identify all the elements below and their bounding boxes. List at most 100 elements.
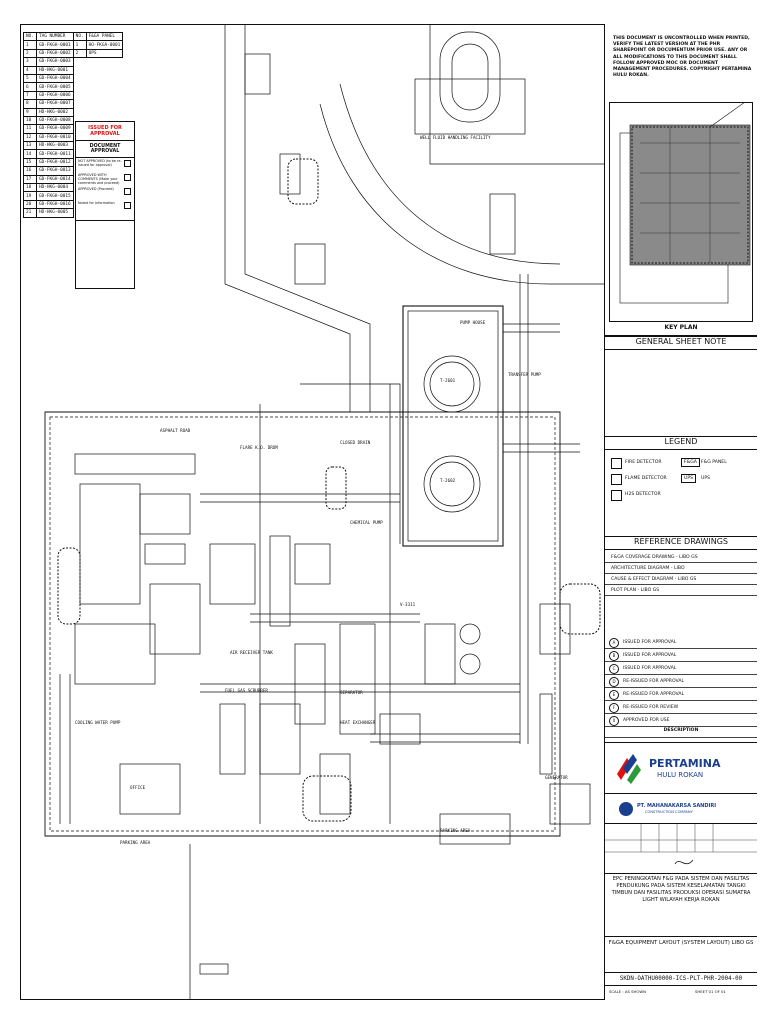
table-cell: GD-FKGH-0016 (35, 199, 74, 210)
uncontrolled-note: THIS DOCUMENT IS UNCONTROLLED WHEN PRINT… (613, 36, 752, 79)
project-title: EPC PENINGKATAN F&G PADA SISTEM DAN FASI… (611, 876, 751, 903)
approval-checkbox[interactable] (124, 202, 131, 209)
approval-checkbox[interactable] (124, 188, 131, 195)
table-header-cell: F&GA PANEL (85, 31, 124, 42)
label-fuel-gas: FUEL GAS SCRUBBER (225, 688, 268, 693)
revision-mark: B (609, 651, 619, 661)
revision-mark: D (609, 677, 619, 687)
table-cell: GD-FKGH-0005 (35, 82, 74, 92)
company-subname: HULU ROKAN (657, 771, 704, 779)
title-block-panel: THIS DOCUMENT IS UNCONTROLLED WHEN PRINT… (604, 24, 757, 1000)
approval-option: NOT APPROVED (to be re-issued for approv… (76, 158, 134, 172)
table-cell: 11 (23, 124, 37, 134)
table-cell: 4 (23, 65, 37, 75)
label-vessel: V-3311 (400, 602, 416, 607)
plot-plan-drawing: WELL FLUID HANDLING FACILITY ASPHALT ROA… (44, 24, 604, 1000)
table-cell: GD-FKGH-0015 (35, 191, 74, 201)
legend-label: F&G PANEL (701, 460, 727, 465)
legend-item: H2S DETECTOR (605, 488, 757, 502)
table-cell: HD-HKG-0003 (35, 141, 74, 151)
approval-option: APPROVED WITH COMMENTS (Make your commen… (76, 172, 134, 186)
revision-mark: A (609, 638, 619, 648)
table-cell: 1 (72, 40, 87, 50)
table-cell: GD-FKGH-0001 (35, 40, 74, 50)
issued-for-approval-label: ISSUED FOR APPROVAL (76, 122, 134, 141)
table-cell: 12 (23, 132, 37, 143)
table-cell: UPS (85, 48, 124, 59)
table-cell: 20 (23, 199, 37, 210)
table-cell: 18 (23, 183, 37, 193)
revision-description: RE-ISSUED FOR APPROVAL (623, 692, 685, 697)
approval-option: APPROVED (Proceed) (76, 186, 134, 200)
label-tank-1: T-2601 (440, 378, 456, 383)
label-parking-area: PARKING AREA (440, 828, 471, 833)
table-cell: HD-HKG-0005 (35, 208, 74, 218)
legend-code: UPS (681, 474, 697, 483)
label-tank-2: T-2602 (440, 478, 456, 483)
reference-row: PLOT PLAN - LIBO GS (605, 585, 757, 596)
label-asphalt-road: ASPHALT ROAD (160, 428, 191, 433)
label-closed-drain: CLOSED DRAIN (340, 440, 371, 445)
table-cell: 21 (23, 208, 37, 218)
contractor-name: PT. MAHANAKARSA SANDIRI (637, 803, 717, 809)
general-sheet-note-title: GENERAL SHEET NOTE (605, 336, 757, 350)
sheet-label: SHEET 01 OF 01 (695, 989, 726, 994)
table-cell: GD-FKGH-0003 (35, 57, 74, 67)
key-plan-box (609, 96, 753, 322)
legend-label: FIRE DETECTOR (625, 460, 662, 465)
legend-label: UPS (701, 476, 711, 481)
approval-checkbox[interactable] (124, 160, 131, 167)
contractor-logo-block: PT. MAHANAKARSA SANDIRI CONSTRUCTION COM… (605, 794, 757, 824)
table-cell: 2 (23, 48, 37, 59)
reference-row: CAUSE & EFFECT DIAGRAM - LIBO GS (605, 574, 757, 585)
revision-description: APPROVED FOR USE (623, 718, 670, 723)
table-cell: GD-FKGH-0002 (35, 48, 74, 59)
table-header-cell: NO. (23, 31, 37, 42)
pertamina-logo-icon (617, 754, 641, 784)
table-cell: GD-FKGH-0012 (35, 157, 74, 168)
key-plan-map (619, 96, 753, 304)
approval-checkbox[interactable] (124, 174, 131, 181)
table-cell: GD-FKGH-0007 (35, 99, 74, 109)
label-heat-exchanger: HEAT EXCHANGER (340, 720, 376, 725)
table-cell: HD-HKG-0002 (35, 107, 74, 117)
signature-grid (76, 220, 134, 261)
label-separator: SEPARATOR (340, 690, 363, 695)
table-cell: 5 (23, 73, 37, 84)
table-cell: 10 (23, 115, 37, 126)
contractor-subname: CONSTRUCTION COMPANY (645, 810, 693, 814)
label-well-fluid: WELL FLUID HANDLING FACILITY (420, 135, 491, 140)
table-cell: GD-FKGH-0009 (35, 124, 74, 134)
reference-row: ARCHITECTURE DIAGRAM - LIBO (605, 563, 757, 574)
table-cell: HO-FKGA-0001 (85, 40, 124, 50)
table-cell: GD-FKGH-0013 (35, 166, 74, 176)
table-cell: 16 (23, 166, 37, 176)
label-flare-ko: FLARE K.O. DRUM (240, 445, 278, 450)
label-cooling-water: COOLING WATER PUMP (75, 720, 121, 725)
approval-stamp: ISSUED FOR APPROVAL DOCUMENT APPROVAL NO… (75, 121, 135, 289)
drawing-number: SKDN-OATHU00000-ICS-PLT-PHR-2004-00 (605, 972, 757, 986)
label-chemical-pump: CHEMICAL PUMP (350, 520, 383, 525)
legend-title: LEGEND (605, 436, 757, 450)
legend-label: H2S DETECTOR (625, 492, 661, 497)
table-cell: GD-FKGH-0004 (35, 73, 74, 84)
table-cell: 7 (23, 90, 37, 101)
table-cell: 19 (23, 191, 37, 201)
table-cell: 15 (23, 157, 37, 168)
legend-code: F&GA (681, 458, 700, 467)
signature-block (605, 824, 757, 874)
label-parking-area-2: PARKING AREA (120, 840, 151, 845)
document-approval-label: DOCUMENT APPROVAL (76, 141, 134, 158)
revision-mark: C (609, 664, 619, 674)
table-cell: GD-FKGH-0006 (35, 90, 74, 101)
